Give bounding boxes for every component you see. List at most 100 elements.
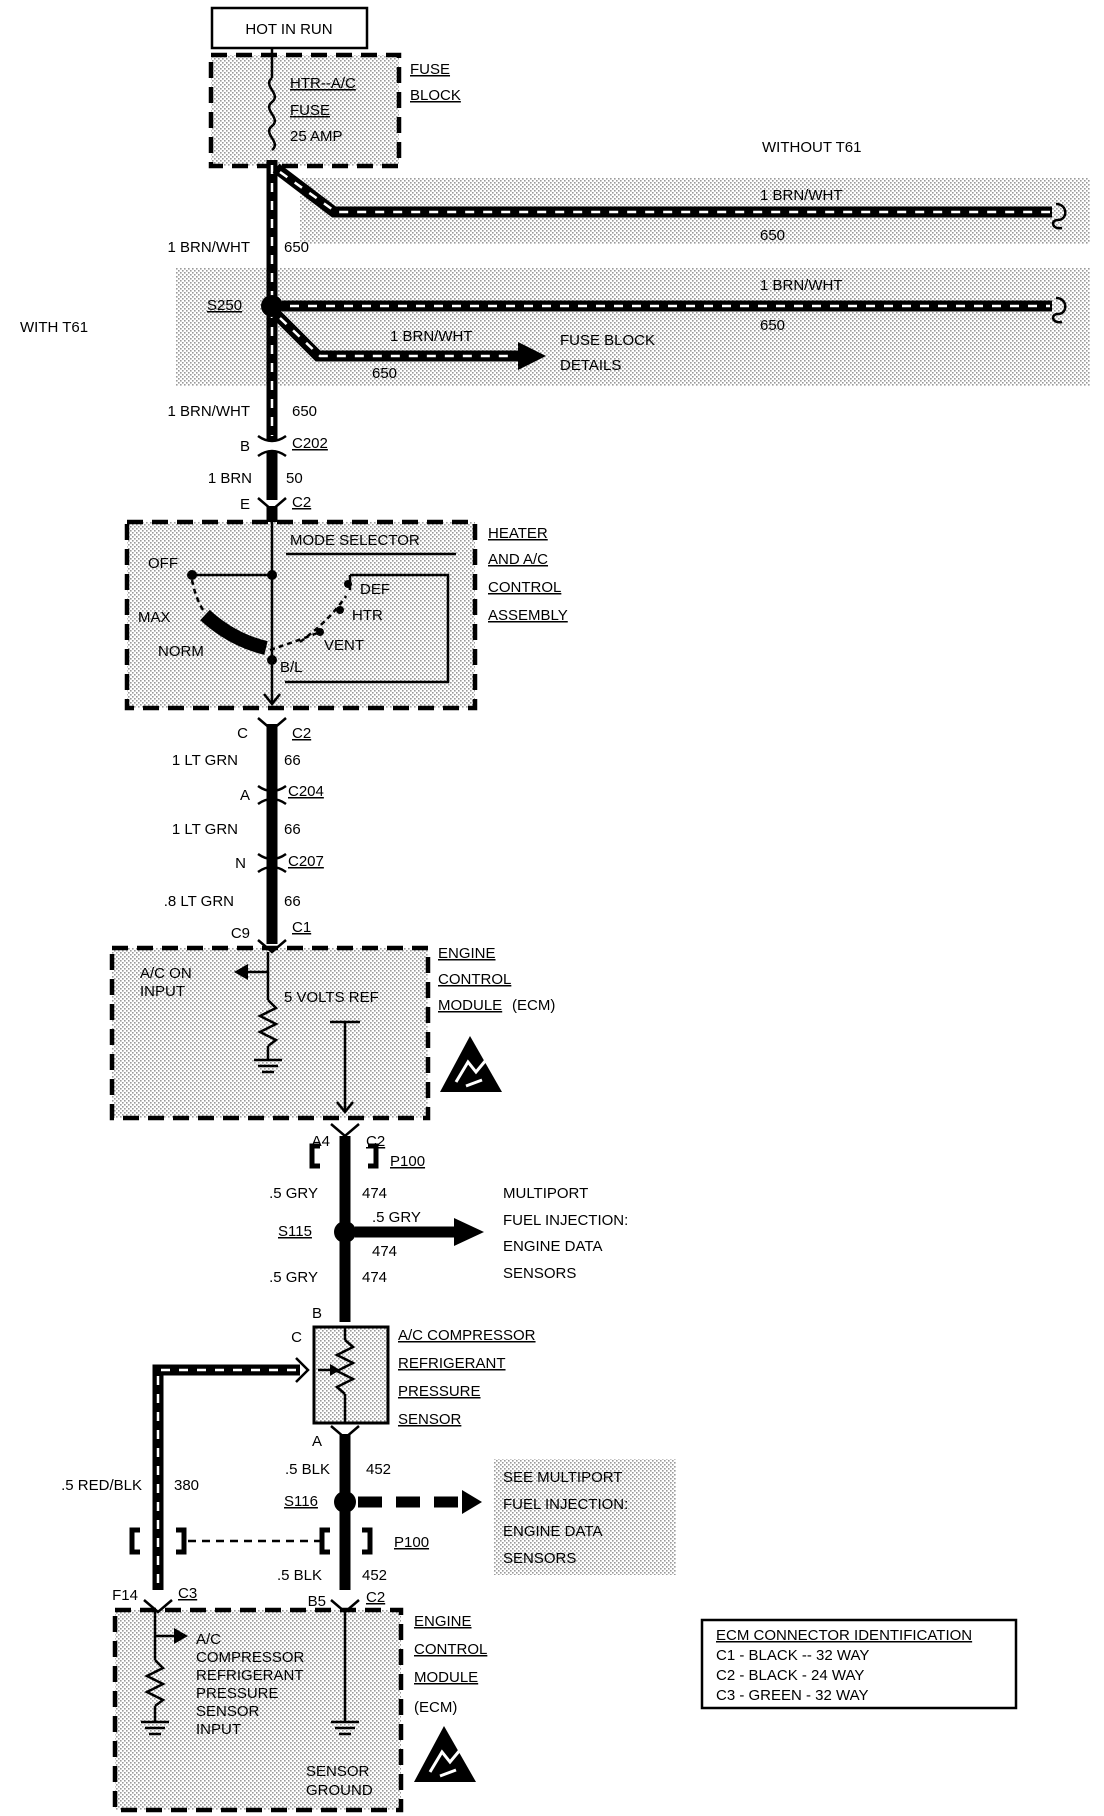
seg11-circuit: 452 — [362, 1567, 387, 1584]
p100-top-left-icon — [309, 1143, 320, 1169]
p100-top-right-icon — [368, 1143, 379, 1169]
without-t61-label: WITHOUT T61 — [762, 139, 861, 156]
sensor-title-1: A/C COMPRESSOR — [398, 1327, 536, 1344]
ecm-top-vref: 5 VOLTS REF — [284, 989, 379, 1006]
fuse-name-line1: HTR--A/C — [290, 75, 356, 92]
c204-pin: A — [240, 787, 250, 804]
s115-ref-1: MULTIPORT — [503, 1185, 588, 1202]
ecm-bottom-title-2: CONTROL — [414, 1641, 487, 1658]
ecm-bottom-title-3: MODULE — [414, 1669, 478, 1686]
fuse-rating: 25 AMP — [290, 128, 343, 145]
seg4-circuit: 66 — [284, 752, 301, 769]
seg8-color: .5 GRY — [269, 1269, 318, 1286]
seg9-color: .5 RED/BLK — [61, 1477, 142, 1494]
seg7-color: .5 GRY — [269, 1185, 318, 1202]
s116-ref-4: SENSORS — [503, 1550, 576, 1567]
hvac-c2-out-connector-icon — [257, 717, 287, 732]
seg1-circuit: 650 — [284, 239, 309, 256]
with-t61-wire-color: 1 BRN/WHT — [760, 277, 843, 294]
fuse-icon — [267, 77, 277, 151]
with-t61-label: WITH T61 — [20, 319, 88, 336]
p100-bottom-c3-left-icon — [129, 1527, 140, 1555]
esd-warning-hand-top — [454, 1059, 488, 1088]
seg10-circuit: 452 — [366, 1461, 391, 1478]
ecm-bottom-pullup-resistor — [144, 1659, 166, 1707]
s116-ref-3: ENGINE DATA — [503, 1523, 602, 1540]
p100-top-label: P100 — [390, 1153, 425, 1170]
off-contact — [187, 570, 197, 580]
ecm-c3-pin: F14 — [112, 1587, 138, 1604]
seg9-circuit: 380 — [174, 1477, 199, 1494]
ecm-c2-b5-name: C2 — [366, 1589, 385, 1606]
fuse-name-line2: FUSE — [290, 102, 330, 119]
ecm-top-title-3: MODULE — [438, 997, 502, 1014]
mode-max: MAX — [138, 609, 171, 626]
wire-without-t61-stripe — [279, 170, 1050, 214]
hvac-title-4: ASSEMBLY — [488, 607, 568, 624]
sensor-title-3: PRESSURE — [398, 1383, 481, 1400]
sensor-box — [312, 1325, 390, 1425]
ecm-top-title-suffix: (ECM) — [512, 997, 555, 1014]
ecm-bottom-title-4: (ECM) — [414, 1699, 457, 1716]
ecm-top-vref-arrow-icon — [336, 1101, 354, 1115]
ecm-bottom-input-5: SENSOR — [196, 1703, 260, 1720]
sensor-resistor — [334, 1339, 356, 1395]
connector-id-row-1: C1 - BLACK -- 32 WAY — [716, 1647, 869, 1664]
sensor-c-connector-icon — [295, 1357, 310, 1383]
hvac-control-box — [124, 519, 478, 711]
seg11-color: .5 BLK — [277, 1567, 322, 1584]
s116-splice — [334, 1491, 356, 1513]
fuse-block-box — [208, 52, 402, 169]
seg3-circuit: 50 — [286, 470, 303, 487]
selector-arc — [200, 609, 268, 655]
s115-branch-circuit: 474 — [372, 1243, 397, 1260]
ecm-top-title-1: ENGINE — [438, 945, 496, 962]
ecm-c1-name: C1 — [292, 919, 311, 936]
mode-off: OFF — [148, 555, 178, 572]
without-t61-continuation-icon — [1051, 202, 1067, 230]
seg7-circuit: 474 — [362, 1185, 387, 1202]
mode-norm: NORM — [158, 643, 204, 660]
connector-id-title: ECM CONNECTOR IDENTIFICATION — [716, 1627, 972, 1644]
seg5-color: 1 LT GRN — [172, 821, 238, 838]
ecm-c1-connector-icon — [257, 939, 287, 954]
ecm-bottom-input-1: A/C — [196, 1631, 221, 1648]
s250-splice — [261, 295, 283, 317]
c207-pin: N — [235, 855, 246, 872]
s116-reference-region — [494, 1459, 676, 1575]
fuse-block-details-arrow-icon — [518, 342, 546, 370]
sensor-title-4: SENSOR — [398, 1411, 462, 1428]
c207-name: C207 — [288, 853, 324, 870]
ecm-bottom-box — [112, 1607, 404, 1813]
s115-ref-3: ENGINE DATA — [503, 1238, 602, 1255]
s115-branch-arrow-icon — [454, 1218, 484, 1246]
ecm-bottom-input-4: PRESSURE — [196, 1685, 279, 1702]
hvac-c2-in-connector-icon — [257, 497, 287, 512]
fuse-block-details-line1: FUSE BLOCK — [560, 332, 655, 349]
c207-connector-icon — [257, 852, 287, 874]
connector-id-box — [700, 1618, 1018, 1710]
mode-selector-label: MODE SELECTOR — [290, 532, 420, 549]
ecm-top-title-2: CONTROL — [438, 971, 511, 988]
ecm-c1-pin: C9 — [231, 925, 250, 942]
s116-label: S116 — [284, 1493, 318, 1510]
ecm-bottom-input-3: REFRIGERANT — [196, 1667, 304, 1684]
s115-ref-4: SENSORS — [503, 1265, 576, 1282]
s115-splice — [334, 1221, 356, 1243]
ecm-c2-a4-connector-icon — [330, 1123, 360, 1138]
hot-in-run-label: HOT IN RUN — [245, 21, 332, 38]
sensor-pin-c: C — [291, 1329, 302, 1346]
wire-fuse-block-details-stripe — [279, 317, 514, 358]
seg6-circuit: 66 — [284, 893, 301, 910]
ecm-c2-b5-pin: B5 — [308, 1593, 326, 1610]
c204-name: C204 — [288, 783, 324, 800]
seg2-color: 1 BRN/WHT — [168, 403, 251, 420]
hvac-title-2: AND A/C — [488, 551, 548, 568]
p100-bottom-b5-left-icon — [319, 1527, 330, 1555]
ecm-top-input-2: INPUT — [140, 983, 185, 1000]
selector-dash-off — [190, 579, 207, 614]
fuse-block-details-circuit: 650 — [372, 365, 397, 382]
hvac-title-1: HEATER — [488, 525, 548, 542]
s116-ref-1: SEE MULTIPORT — [503, 1469, 622, 1486]
ecm-bottom-ground-1: SENSOR — [306, 1763, 370, 1780]
